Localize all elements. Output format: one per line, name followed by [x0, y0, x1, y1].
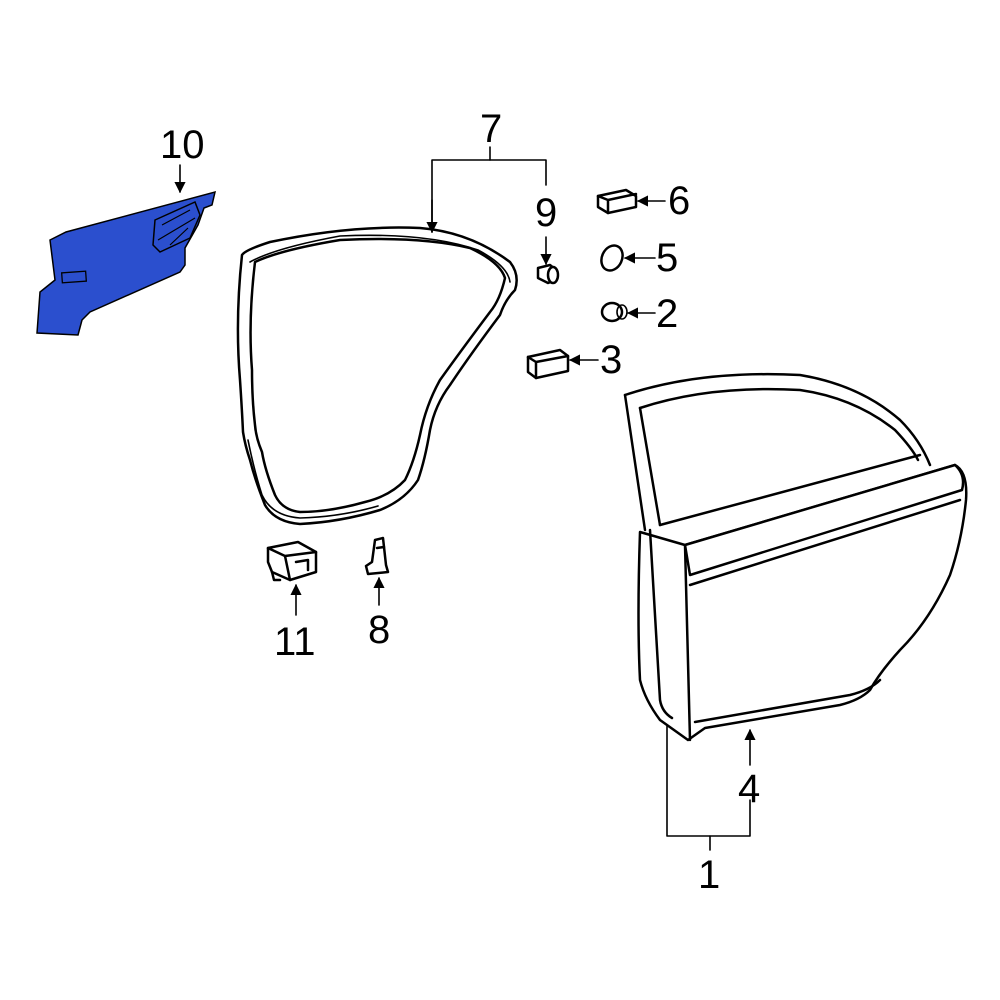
callout-3: 3 [600, 338, 622, 382]
part-11-bracket[interactable] [266, 540, 318, 582]
callout-4: 4 [738, 767, 760, 811]
part-1-door-shell[interactable] [623, 372, 968, 742]
callout-11: 11 [274, 620, 316, 664]
part-6-block[interactable] [596, 188, 638, 215]
callout-10: 10 [160, 123, 205, 167]
part-5-grommet[interactable] [597, 242, 626, 274]
part-3-pad[interactable] [526, 348, 570, 380]
callout-9: 9 [535, 191, 557, 235]
part-10-panel[interactable] [36, 190, 217, 336]
callout-5: 5 [656, 236, 678, 280]
part-8-retainer[interactable] [364, 536, 390, 576]
callout-8: 8 [368, 608, 390, 652]
callout-1: 1 [698, 853, 720, 897]
callout-2: 2 [656, 292, 678, 336]
callout-7: 7 [480, 107, 502, 151]
part-2-clip[interactable] [600, 301, 628, 323]
callout-6: 6 [668, 179, 690, 223]
leader-lines [174, 146, 756, 851]
part-9-plug[interactable] [536, 263, 560, 285]
part-7-weatherstrip[interactable] [236, 226, 518, 526]
